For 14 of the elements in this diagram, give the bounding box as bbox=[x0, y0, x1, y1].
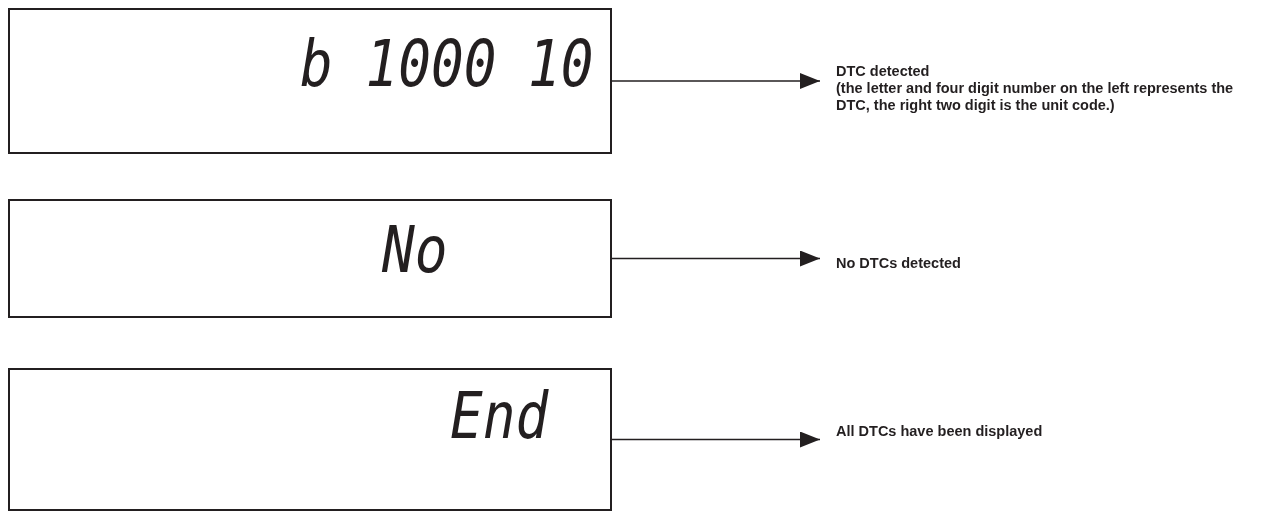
display-readout: No bbox=[382, 218, 448, 282]
arrow bbox=[611, 431, 821, 448]
description-heading: No DTCs detected bbox=[836, 255, 962, 272]
lcd-display bbox=[8, 368, 612, 511]
display-readout: End bbox=[450, 384, 549, 448]
display-readout: 10 bbox=[528, 32, 594, 96]
arrow bbox=[611, 250, 821, 267]
lcd-display bbox=[8, 199, 612, 318]
display-readout: b 1000 bbox=[300, 32, 497, 96]
description-text: (the letter and four digit number on the left represents the DTC, the right two digit is the unit code.) bbox=[836, 80, 1235, 114]
arrow bbox=[611, 73, 821, 89]
lcd-display bbox=[8, 8, 612, 154]
description-heading: All DTCs have been displayed bbox=[836, 423, 1044, 440]
description-heading: DTC detected bbox=[836, 63, 931, 80]
